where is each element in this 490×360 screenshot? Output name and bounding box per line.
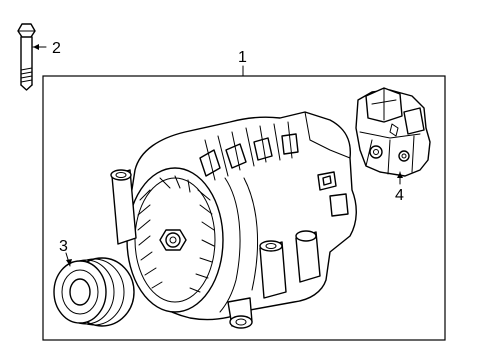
callout-3: 3 (59, 238, 68, 255)
regulator (355, 87, 431, 177)
leader-regulator-arrow (397, 172, 403, 178)
pulley (53, 257, 135, 327)
alternator (110, 111, 357, 329)
callout-1: 1 (238, 49, 247, 66)
bolt (17, 23, 36, 91)
assembly-frame (42, 75, 446, 341)
callout-4: 4 (395, 187, 404, 204)
leader-bolt-arrow (33, 44, 39, 50)
leader-pulley-arrow (66, 259, 72, 266)
callout-2: 2 (52, 40, 61, 57)
